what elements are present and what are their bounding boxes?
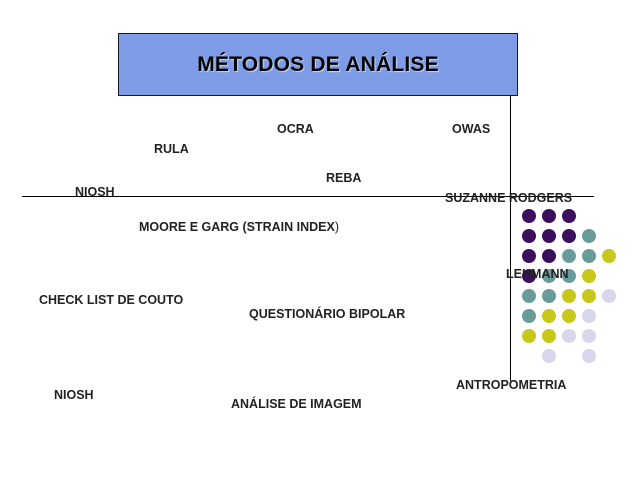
- decor-dot: [582, 309, 596, 323]
- decor-dot: [582, 229, 596, 243]
- decor-dot: [602, 249, 616, 263]
- decor-dot: [522, 209, 536, 223]
- decor-dot: [562, 209, 576, 223]
- horizontal-axis-line: [22, 196, 594, 197]
- decor-dot: [582, 329, 596, 343]
- vertical-axis-line: [510, 96, 511, 381]
- decor-dot: [562, 269, 576, 283]
- decor-dot: [542, 269, 556, 283]
- method-niosh-top: NIOSH: [75, 185, 115, 199]
- page-title: MÉTODOS DE ANÁLISE: [197, 52, 439, 76]
- method-niosh-bottom: NIOSH: [54, 388, 94, 402]
- method-moore-garg: MOORE E GARG (STRAIN INDEX): [139, 220, 339, 234]
- decor-dot: [522, 309, 536, 323]
- decor-dot: [562, 289, 576, 303]
- method-rula: RULA: [154, 142, 189, 156]
- decor-dot: [542, 229, 556, 243]
- decor-dot: [542, 309, 556, 323]
- method-ocra: OCRA: [277, 122, 314, 136]
- decor-dot: [522, 269, 536, 283]
- decor-dot: [522, 329, 536, 343]
- decor-dot: [582, 269, 596, 283]
- method-lehmann: LEHMANN: [506, 267, 569, 281]
- decor-dot: [522, 249, 536, 263]
- decor-dot: [542, 249, 556, 263]
- decor-dot: [542, 289, 556, 303]
- decor-dot: [562, 309, 576, 323]
- decor-dot: [522, 289, 536, 303]
- method-analise-imagem: ANÁLISE DE IMAGEM: [231, 397, 362, 411]
- decor-dot: [542, 329, 556, 343]
- method-check-list: CHECK LIST DE COUTO: [39, 293, 184, 307]
- method-questionario: QUESTIONÁRIO BIPOLAR: [249, 307, 406, 321]
- decor-dot: [602, 289, 616, 303]
- decor-dot: [582, 249, 596, 263]
- decor-dot: [542, 349, 556, 363]
- moore-garg-text: MOORE E GARG (STRAIN INDEX: [139, 220, 335, 234]
- decor-dot: [542, 209, 556, 223]
- decor-dot: [582, 289, 596, 303]
- decor-dot: [522, 229, 536, 243]
- moore-garg-paren: ): [334, 220, 340, 234]
- method-reba: REBA: [326, 171, 362, 185]
- method-suzanne-rodgers: SUZANNE RODGERS: [445, 191, 573, 205]
- decor-dot: [562, 229, 576, 243]
- decor-dot: [562, 249, 576, 263]
- method-owas: OWAS: [452, 122, 491, 136]
- decor-dot: [562, 329, 576, 343]
- title-box: MÉTODOS DE ANÁLISE: [118, 33, 518, 96]
- decor-dot: [582, 349, 596, 363]
- method-antropometria: ANTROPOMETRIA: [456, 378, 567, 392]
